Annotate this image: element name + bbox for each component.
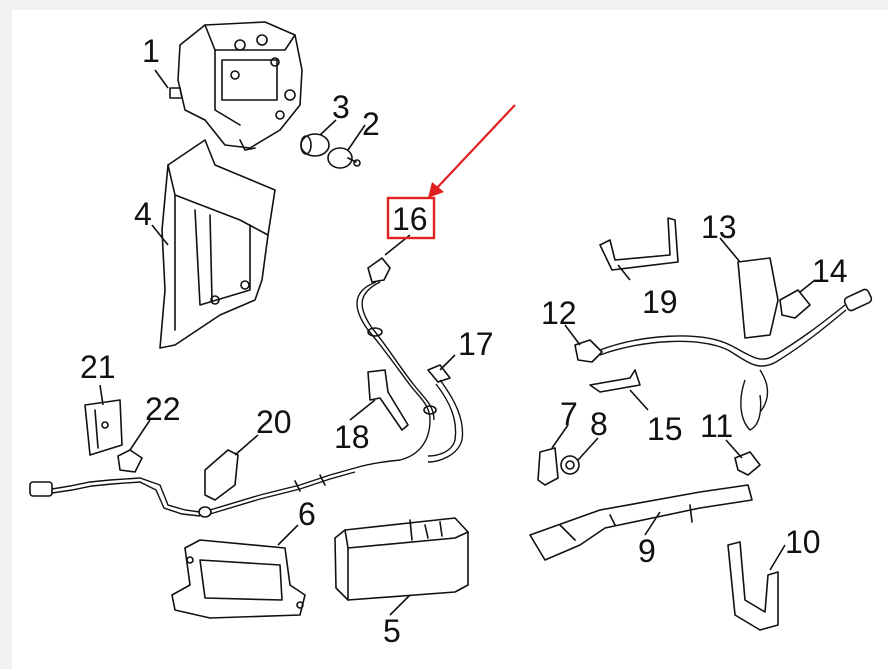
callout-18: 18 xyxy=(334,419,370,455)
callout-5: 5 xyxy=(383,613,401,649)
highlight-box-16 xyxy=(386,196,436,240)
callout-22: 22 xyxy=(145,391,181,427)
part-5-module xyxy=(334,517,469,601)
callout-4: 4 xyxy=(134,196,152,232)
callout-8: 8 xyxy=(590,406,608,442)
part-21-bracket xyxy=(84,399,123,456)
callout-1: 1 xyxy=(142,33,160,69)
callout-20: 20 xyxy=(256,404,292,440)
part-9-rail xyxy=(529,484,753,561)
callout-14: 14 xyxy=(812,253,848,289)
callout-21: 21 xyxy=(80,349,116,385)
callout-9: 9 xyxy=(638,533,656,569)
callout-7: 7 xyxy=(560,396,578,432)
part-10-bracket xyxy=(727,541,779,631)
callout-3: 3 xyxy=(332,89,350,125)
part-13-bracket xyxy=(737,257,779,339)
highlight-arrow xyxy=(428,104,516,198)
callout-17: 17 xyxy=(458,326,494,362)
callout-12: 12 xyxy=(541,295,577,331)
part-16-wheel-speed-sensor xyxy=(354,257,437,469)
callout-6: 6 xyxy=(298,496,316,532)
part-1-abs-unit xyxy=(169,21,303,151)
callout-11: 11 xyxy=(700,408,733,444)
part-3-grommet xyxy=(300,133,330,157)
part-20-bracket xyxy=(204,449,239,501)
part-4-bracket xyxy=(159,139,276,349)
callout-15: 15 xyxy=(647,411,683,447)
part-2-grommet xyxy=(327,147,361,169)
right-harness xyxy=(574,288,873,431)
part-14-clip xyxy=(779,289,811,319)
part-15-bracket xyxy=(589,369,641,393)
callout-labels: 1 2 3 4 5 6 7 8 9 10 11 12 13 14 15 16 1… xyxy=(80,33,848,649)
callout-2: 2 xyxy=(362,106,380,142)
lower-harness xyxy=(29,467,356,518)
part-7-clip xyxy=(537,447,559,486)
leader-lines xyxy=(99,69,816,616)
callout-13: 13 xyxy=(701,209,737,245)
part-19-bracket xyxy=(599,217,679,271)
part-8-nut xyxy=(560,455,580,475)
part-22-clip xyxy=(117,449,143,473)
callout-10: 10 xyxy=(785,524,821,560)
callout-19: 19 xyxy=(642,284,678,320)
callout-16: 16 xyxy=(392,201,428,237)
part-6-shield xyxy=(171,539,306,619)
part-17-cable xyxy=(427,364,464,463)
part-18-bracket xyxy=(367,369,409,431)
